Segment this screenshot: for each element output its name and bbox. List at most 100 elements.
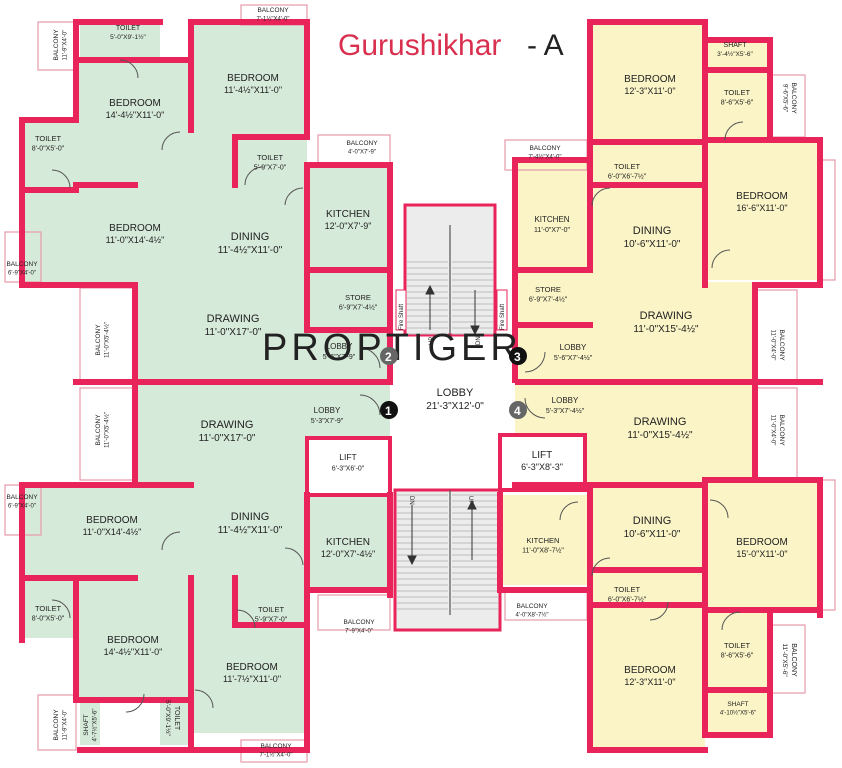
room-size: 11'-0"X4'-0" — [770, 330, 776, 361]
room-size: 15'-0"X11'-0" — [736, 549, 787, 559]
room-name: BALCONY — [529, 145, 561, 152]
stair-up-label-top: UP — [429, 337, 435, 345]
room-name: KITCHEN — [326, 537, 370, 548]
room-name: LOBBY — [326, 342, 353, 351]
room-name: DINING — [231, 231, 270, 243]
room-name: BEDROOM — [624, 74, 676, 85]
room-size: 12'-0"X7'-4½" — [321, 549, 375, 559]
room-name: BALCONY — [260, 743, 292, 750]
room-name: BALCONY — [516, 603, 548, 610]
room-name: BALCONY — [6, 261, 38, 268]
stair-dn-label-bottom: DN — [408, 496, 414, 505]
room-nw-dining: DINING 11'-4½"X11'-0" — [218, 231, 283, 256]
room-size: 5'-3"X7'-9" — [311, 418, 344, 425]
room-size: 11'-0"X14'-4½" — [106, 235, 165, 245]
room-size: 5'-9"X7'-0" — [254, 165, 287, 172]
room-size: 10'-6"X11'-0" — [624, 239, 681, 250]
room-size: 11'-4½"X11'-0" — [218, 245, 283, 256]
unit-marker-4: 4 — [514, 404, 521, 418]
room-name: STORE — [535, 285, 561, 294]
room-name: BALCONY — [95, 414, 102, 446]
room-size: 11'-4½"X11'-0" — [224, 85, 282, 95]
room-name: KITCHEN — [527, 536, 560, 545]
room-name: TOILET — [614, 585, 641, 594]
room-name: BEDROOM — [109, 223, 161, 234]
stair-dn-label-top: DN — [476, 336, 482, 345]
room-sw-balcony-bottom: BALCONY 7'-1½"X4'-0" — [260, 743, 293, 759]
room-name: BALCONY — [53, 29, 60, 61]
room-size: 7'-9"X4'-0" — [345, 629, 373, 635]
room-size: 6'-9"X7'-4½" — [339, 304, 378, 312]
room-size: 6'-9"X4'-0" — [8, 504, 36, 510]
room-name: BEDROOM — [107, 635, 159, 646]
room-size: 11'-9"X4'-0" — [63, 710, 69, 741]
room-size: 7'-1½"X4'-0" — [260, 752, 293, 759]
room-ne-dining: DINING 10'-6"X11'-0" — [624, 225, 681, 250]
plan-title-suffix: - A — [527, 29, 564, 62]
room-name: DRAWING — [201, 419, 254, 431]
room-name: TOILET — [724, 641, 751, 650]
room-name: DINING — [633, 225, 672, 237]
room-se-balcony-kitchen: BALCONY 4'-0"X8'-7½" — [516, 603, 549, 619]
room-size: 5'-0"X9'-1½" — [110, 33, 146, 41]
room-name: BALCONY — [778, 414, 785, 446]
room-name: LOBBY — [552, 396, 579, 405]
room-name: BALCONY — [778, 329, 785, 361]
room-size: 11'-9"X4'-0" — [63, 30, 69, 61]
room-size: 8'-0"X5'-0" — [32, 146, 65, 153]
room-ne-lobby: LOBBY 5'-6"X7'-4½" — [554, 343, 593, 362]
room-size: 16'-6"X11'-0" — [736, 203, 787, 213]
lifts — [305, 433, 587, 497]
room-name: LOBBY — [437, 387, 474, 399]
room-size: 11'-0"X5'-4½" — [104, 322, 111, 358]
room-size: 11'-0"X4'-0" — [770, 415, 776, 446]
room-name: LOBBY — [560, 343, 587, 352]
stair-up-label-bottom: UP — [467, 496, 473, 504]
room-name: BEDROOM — [736, 191, 788, 202]
room-size: 5'-6"X7'-4½" — [554, 354, 593, 362]
room-size: 14'-4½"X11'-0" — [106, 110, 165, 120]
room-size: 10'-6"X11'-0" — [624, 529, 681, 540]
room-size: 8'-0"X5'-0" — [32, 616, 65, 623]
unit-markers: 2 1 3 4 — [380, 347, 527, 419]
room-name: TOILET — [614, 162, 641, 171]
room-nw-toilet-mid: TOILET 5'-9"X7'-0" — [254, 153, 287, 172]
room-size: 4'-7½"X5'-6" — [92, 709, 99, 742]
room-size: 4'-0"X8'-7½" — [516, 612, 549, 619]
room-name: TOILET — [257, 153, 284, 162]
fire-shaft-right: Fire Shaft — [500, 304, 506, 330]
room-size: 5'-9"X7'-0" — [255, 617, 288, 624]
fire-shaft-left: Fire Shaft — [399, 304, 405, 330]
room-name: BEDROOM — [227, 73, 279, 84]
room-name: BALCONY — [346, 140, 378, 147]
